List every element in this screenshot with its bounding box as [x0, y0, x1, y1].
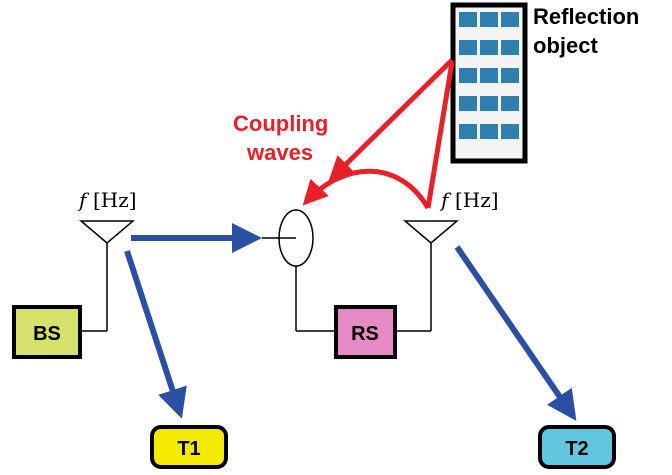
building-window: [501, 68, 519, 83]
coupling-arrow-direct: [302, 168, 431, 210]
t1-box: [150, 425, 228, 469]
rs-receive-antenna: [262, 209, 335, 332]
building-window: [501, 124, 519, 139]
rs-box: [334, 305, 397, 359]
t2-label: T2: [565, 438, 588, 460]
building-window: [480, 12, 498, 27]
reflection-path-line: [425, 61, 455, 209]
left-antenna-unit: [Hz]: [93, 188, 137, 212]
coupling-waves-label-line1: Coupling: [233, 111, 328, 136]
t1-label: T1: [177, 438, 200, 460]
right-antenna-unit: [Hz]: [455, 188, 499, 212]
building-window: [459, 124, 477, 139]
bs-box: [12, 305, 82, 359]
right-antenna: f [Hz]: [395, 188, 499, 332]
left-antenna: f [Hz]: [77, 188, 137, 332]
building-window: [459, 96, 477, 111]
building-window: [459, 40, 477, 55]
building-window: [459, 12, 477, 27]
reflection-object-label-line2: object: [533, 33, 598, 58]
coupling-waves-label-line2: waves: [246, 140, 313, 165]
building-window: [480, 124, 498, 139]
signal-arrow-bs-to-t1: [124, 250, 187, 419]
right-antenna-icon: [402, 220, 460, 244]
reflection-building: [450, 2, 528, 164]
right-antenna-f-symbol: f: [439, 188, 452, 212]
building-windows: [459, 12, 519, 139]
left-antenna-icon: [78, 220, 136, 244]
t2-box: [538, 425, 616, 469]
building-window: [480, 40, 498, 55]
left-antenna-f-symbol: f: [77, 188, 90, 212]
coupling-arrow-reflection: [328, 58, 454, 182]
bs-label: BS: [33, 323, 61, 345]
signal-arrow-rs-to-t2: [454, 245, 577, 421]
building-window: [480, 96, 498, 111]
building-window: [501, 40, 519, 55]
building-window: [459, 68, 477, 83]
reflection-object-label-line1: Reflection: [533, 4, 639, 29]
building-window: [501, 12, 519, 27]
building-window: [501, 96, 519, 111]
building-window: [480, 68, 498, 83]
rs-label: RS: [351, 323, 379, 345]
